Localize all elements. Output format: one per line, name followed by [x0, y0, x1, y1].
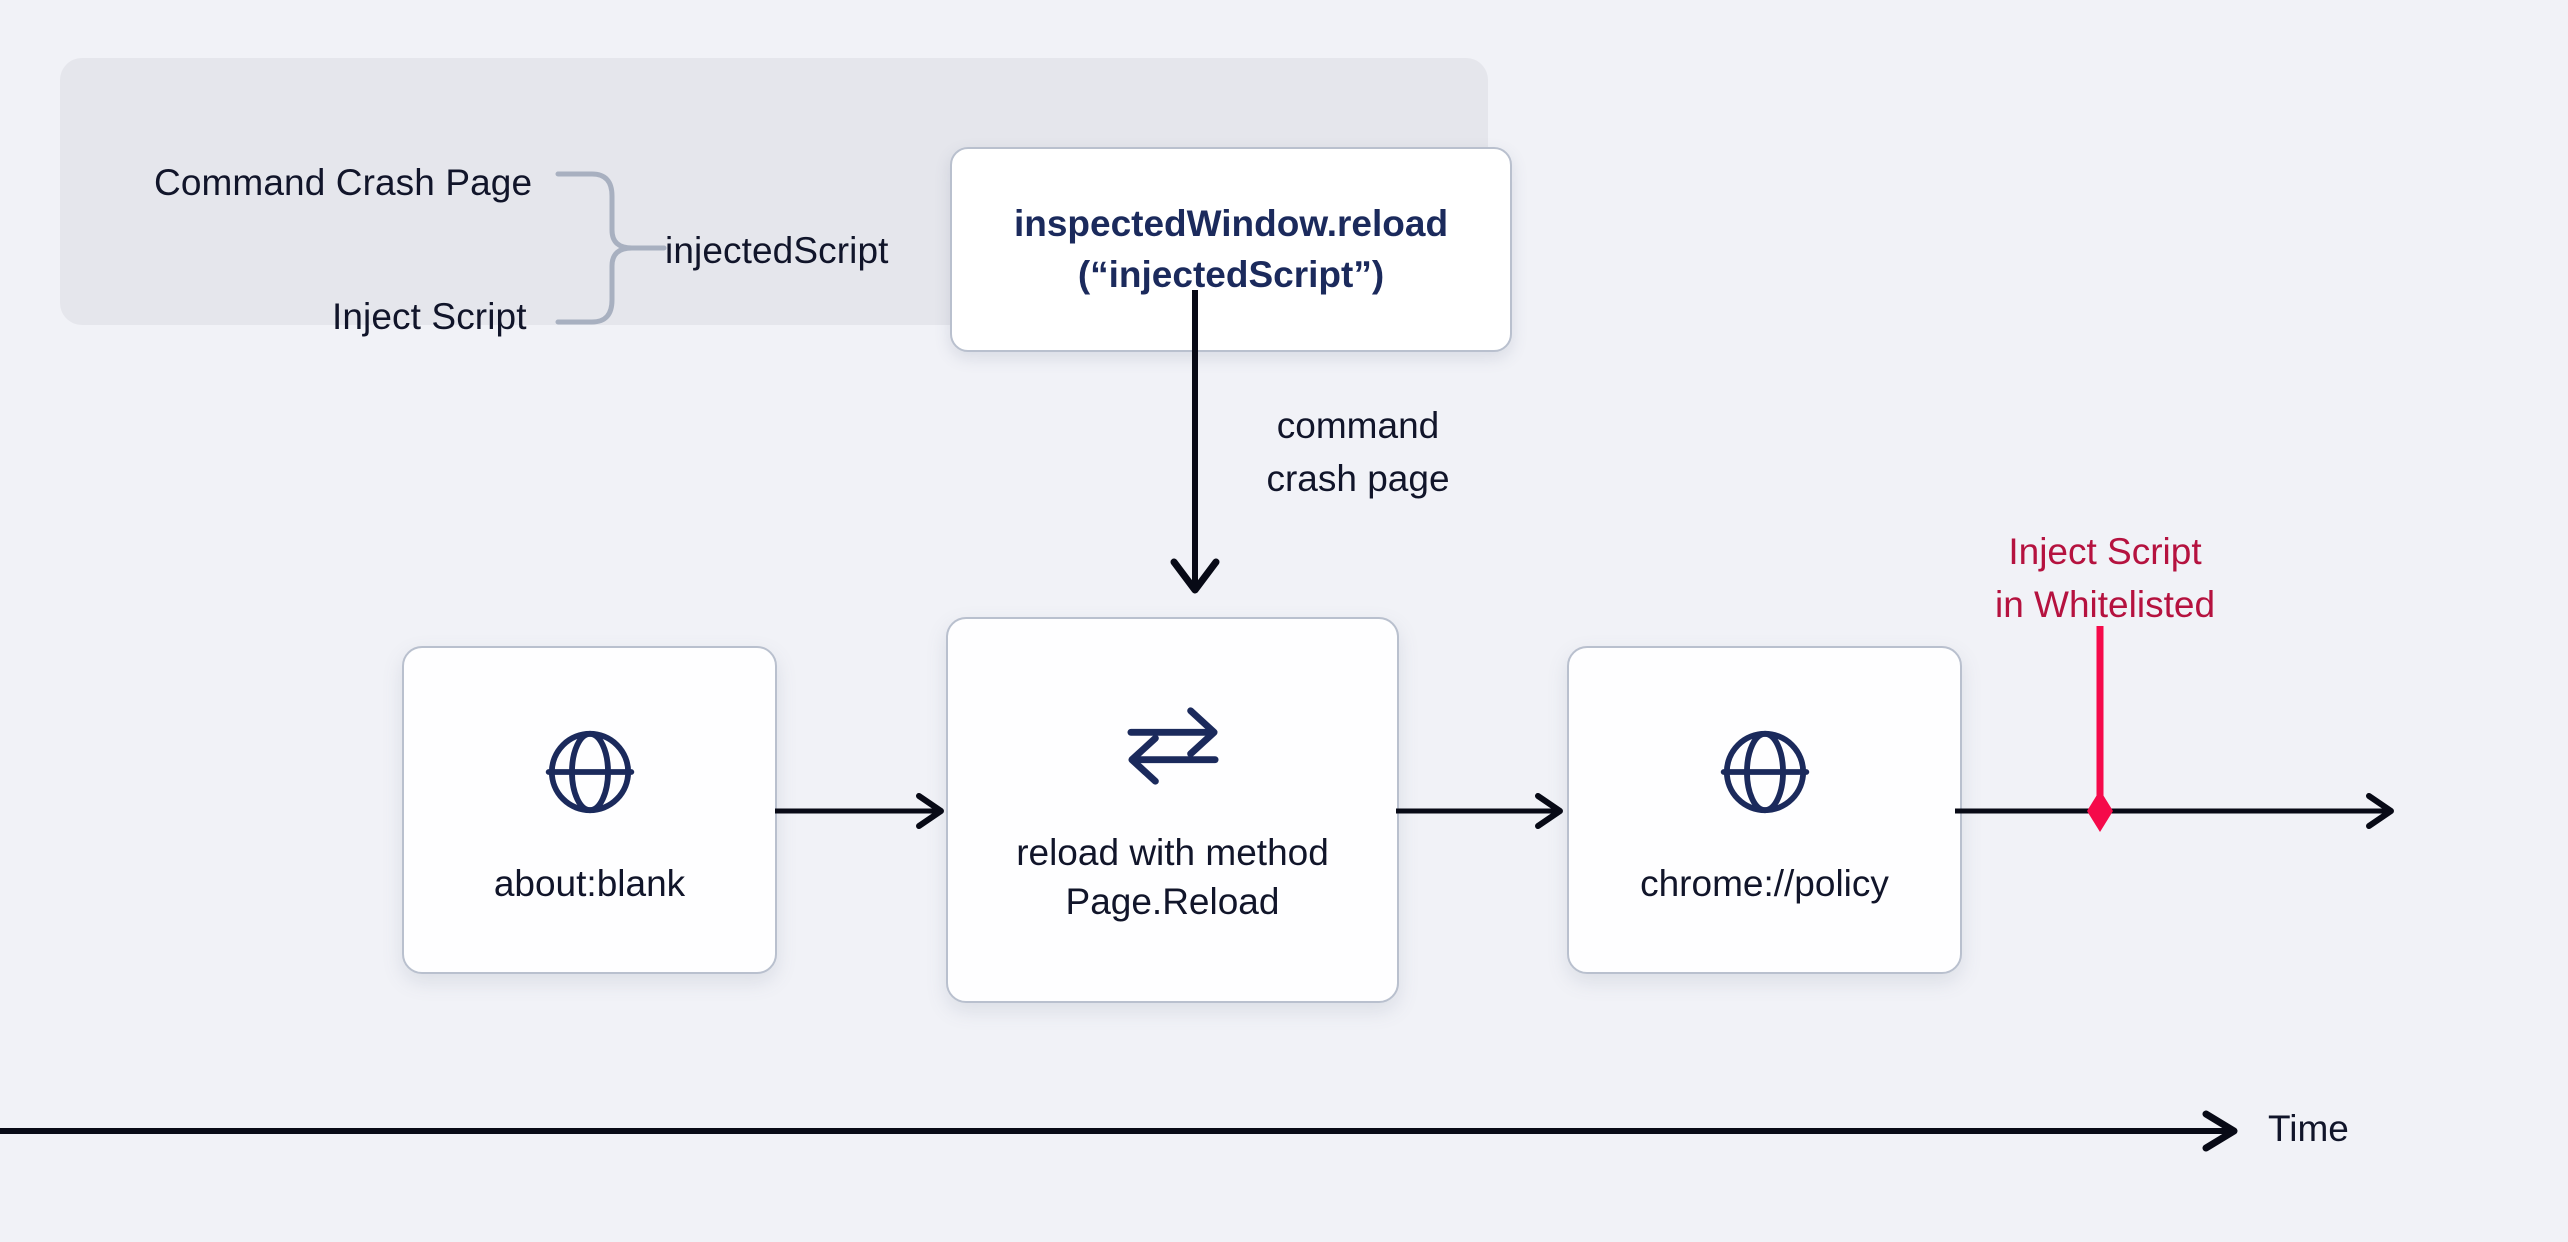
annotation-line-1: Inject Script: [2008, 531, 2202, 572]
node-label-page-reload-line-1: reload with method: [1016, 831, 1329, 873]
time-axis-arrow-icon: [0, 1110, 2238, 1152]
injected-script-group-panel: Command Crash Page Inject Script injecte…: [60, 58, 1512, 352]
brace-item-command-crash-page: Command Crash Page: [154, 162, 533, 203]
code-line-1: inspectedWindow.reload: [1013, 203, 1449, 245]
node-card-about-blank[interactable]: about:blank: [402, 646, 777, 974]
annotation-line-2: in Whitelisted: [1994, 583, 2216, 625]
globe-icon: [1712, 719, 1818, 825]
node-label-about-blank: about:blank: [493, 863, 686, 905]
swap-arrows-icon: [1114, 700, 1232, 792]
arrow-right-icon: [1955, 793, 2394, 829]
node-label-chrome-policy: chrome://policy: [1640, 863, 1889, 905]
node-card-chrome-policy[interactable]: chrome://policy: [1567, 646, 1962, 974]
inject-script-whitelisted-annotation: Inject Script in Whitelisted: [1965, 526, 2245, 631]
brace-item-inject-script: Inject Script: [332, 296, 527, 337]
command-crash-page-arrow-label: command crash page: [1228, 400, 1488, 505]
node-card-page-reload[interactable]: reload with method Page.Reload: [946, 617, 1399, 1003]
diamond-marker-icon: [2087, 626, 2113, 832]
inspected-window-reload-code-box: inspectedWindow.reload (“injectedScript”…: [950, 147, 1512, 352]
globe-icon: [537, 719, 643, 825]
command-arrow-label-line-1: command: [1276, 405, 1440, 446]
brace-result-label: injectedScript: [665, 230, 889, 271]
code-line-2: (“injectedScript”): [1077, 253, 1385, 295]
arrow-right-icon: [775, 793, 944, 829]
time-axis-label: Time: [2268, 1108, 2349, 1149]
node-label-page-reload-line-2: Page.Reload: [1065, 881, 1280, 922]
command-arrow-label-line-2: crash page: [1266, 457, 1450, 499]
arrow-right-icon: [1396, 793, 1563, 829]
